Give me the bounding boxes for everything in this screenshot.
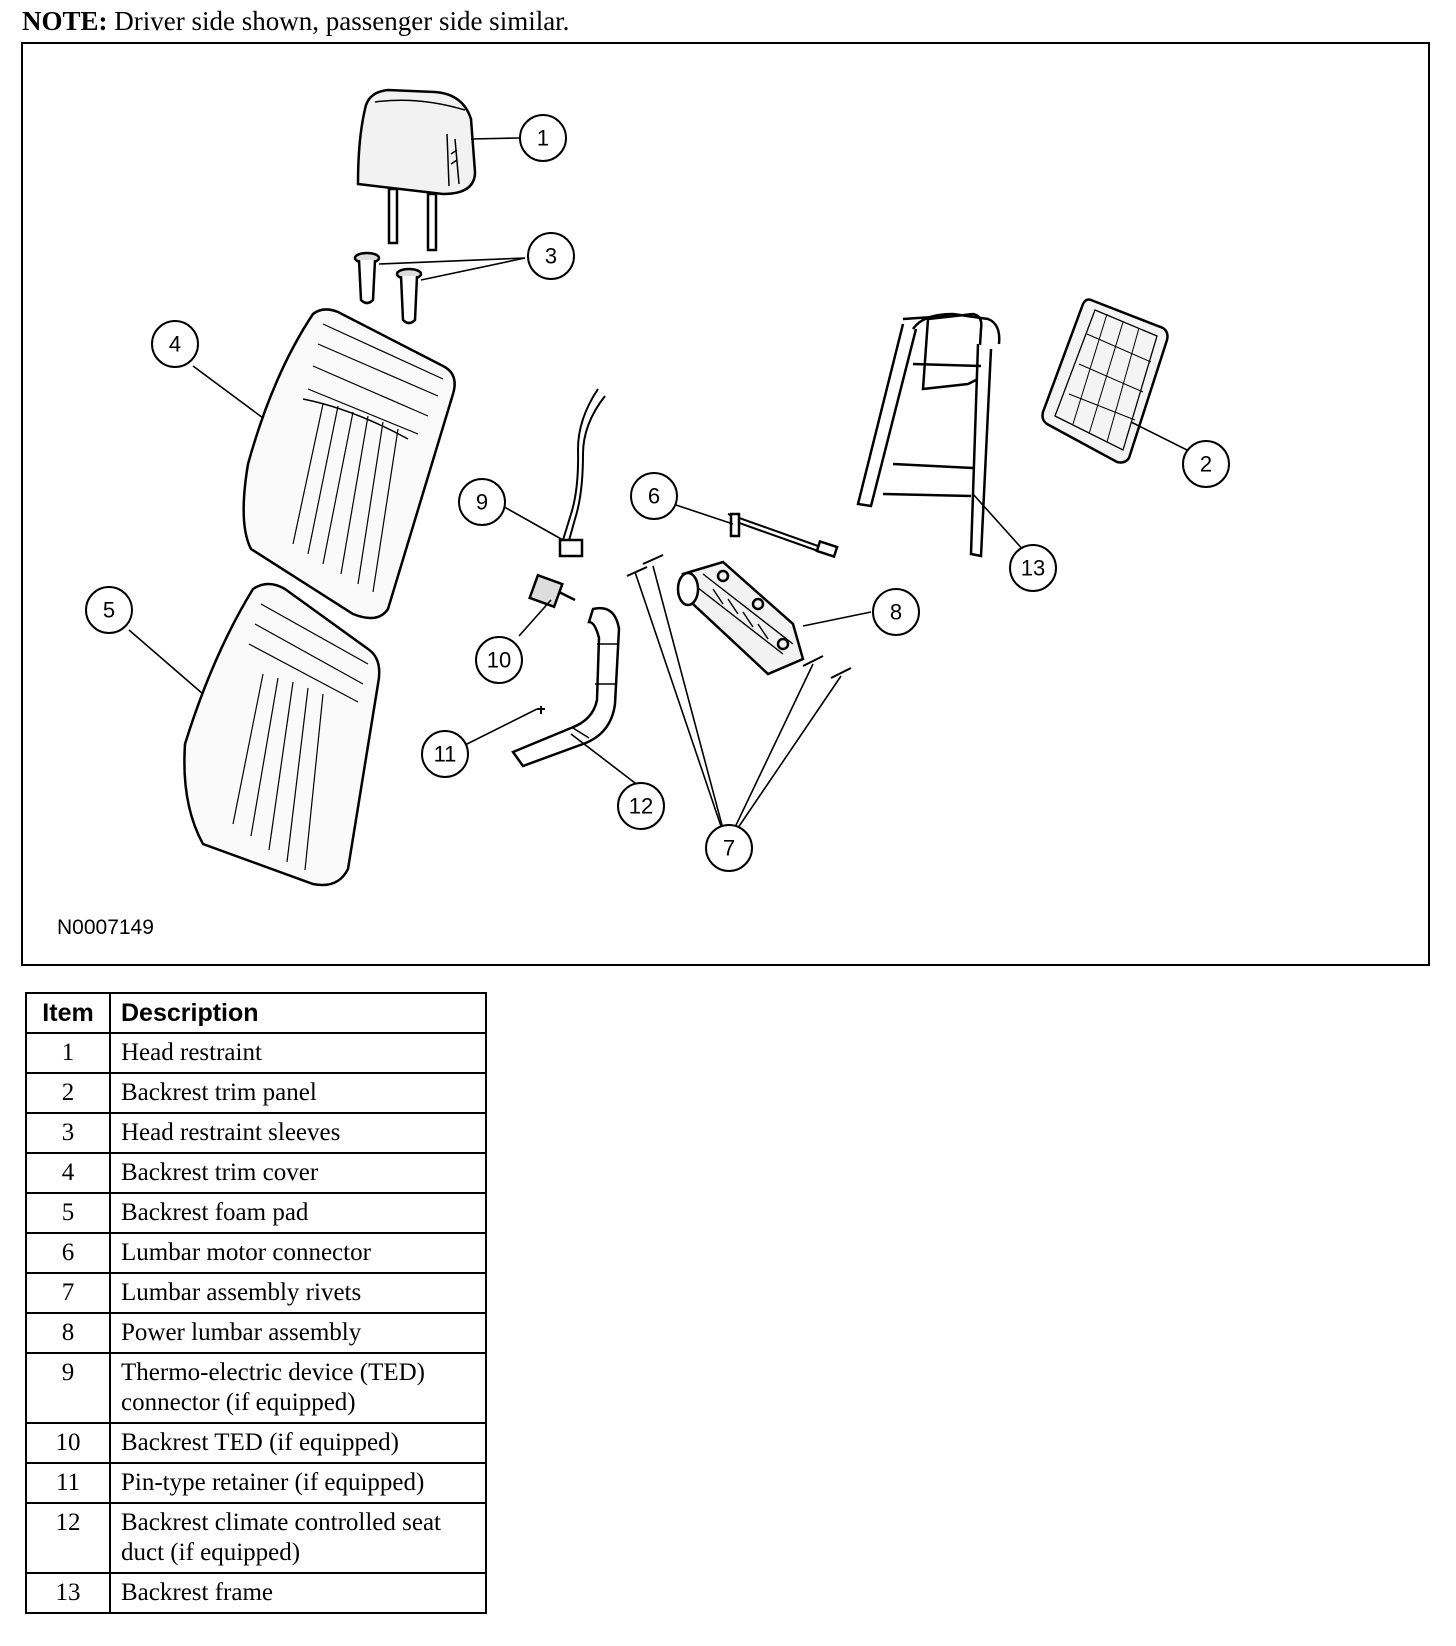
backrest-foam-pad-drawing — [183, 582, 381, 887]
callout-9: 9 — [476, 490, 488, 515]
backrest-ted-drawing — [528, 573, 576, 609]
row-item: 7 — [25, 1272, 111, 1314]
row-item: 3 — [25, 1112, 111, 1154]
row-item: 4 — [25, 1152, 111, 1194]
row-item: 1 — [25, 1032, 111, 1074]
ted-connector-drawing — [558, 388, 606, 558]
callout-5: 5 — [103, 598, 115, 623]
row-description: Lumbar assembly rivets — [109, 1272, 487, 1314]
row-description: Backrest TED (if equipped) — [109, 1422, 487, 1464]
callout-11: 11 — [434, 742, 457, 767]
note-text: Driver side shown, passenger side simila… — [107, 6, 570, 36]
backrest-trim-panel-drawing — [1041, 298, 1169, 464]
callout-3: 3 — [545, 244, 557, 269]
climate-duct-drawing — [511, 606, 621, 768]
callout-13: 13 — [1021, 556, 1045, 581]
row-description: Backrest trim panel — [109, 1072, 487, 1114]
table-header-row: Item Description — [25, 992, 487, 1034]
note-line: NOTE: Driver side shown, passenger side … — [22, 6, 569, 37]
row-description: Lumbar motor connector — [109, 1232, 487, 1274]
row-item: 10 — [25, 1422, 111, 1464]
exploded-view-drawing: 1 2 3 4 5 6 7 8 9 10 11 12 13 — [85, 88, 1230, 887]
callout-8: 8 — [890, 600, 902, 625]
row-item: 6 — [25, 1232, 111, 1274]
row-description: Backrest trim cover — [109, 1152, 487, 1194]
callout-10: 10 — [487, 648, 511, 673]
exploded-view-figure: 1 2 3 4 5 6 7 8 9 10 11 12 13 N0007149 — [21, 42, 1430, 966]
figure-id: N0007149 — [57, 916, 154, 939]
callout-12: 12 — [629, 794, 653, 819]
callout-6: 6 — [648, 484, 660, 509]
callout-4: 4 — [169, 332, 181, 357]
row-description: Head restraint sleeves — [109, 1112, 487, 1154]
backrest-trim-cover-drawing — [242, 308, 456, 620]
row-description: Power lumbar assembly — [109, 1312, 487, 1354]
row-description: Pin-type retainer (if equipped) — [109, 1462, 487, 1504]
head-restraint-sleeves-drawing — [353, 251, 423, 325]
callout-1: 1 — [537, 126, 549, 151]
head-restraint-drawing — [356, 88, 477, 252]
row-description: Backrest foam pad — [109, 1192, 487, 1234]
rivet-indicators-drawing — [626, 554, 852, 679]
row-item: 12 — [25, 1502, 111, 1574]
callout-2: 2 — [1200, 452, 1212, 477]
row-item: 2 — [25, 1072, 111, 1114]
row-item: 9 — [25, 1352, 111, 1424]
header-description: Description — [109, 992, 487, 1034]
row-item: 8 — [25, 1312, 111, 1354]
lumbar-motor-connector-drawing — [727, 512, 839, 559]
row-item: 5 — [25, 1192, 111, 1234]
row-item: 11 — [25, 1462, 111, 1504]
row-description: Backrest climate controlled seat duct (i… — [109, 1502, 487, 1574]
row-item: 13 — [25, 1572, 111, 1614]
callout-7: 7 — [723, 836, 735, 861]
backrest-frame-drawing — [856, 312, 1001, 558]
row-description: Head restraint — [109, 1032, 487, 1074]
pin-retainer-drawing — [537, 706, 545, 714]
row-description: Thermo-electric device (TED) connector (… — [109, 1352, 487, 1424]
callout-circles — [85, 114, 1230, 872]
header-item: Item — [25, 992, 111, 1034]
power-lumbar-assembly-drawing — [676, 560, 805, 676]
note-label: NOTE: — [22, 6, 108, 36]
row-description: Backrest frame — [109, 1572, 487, 1614]
